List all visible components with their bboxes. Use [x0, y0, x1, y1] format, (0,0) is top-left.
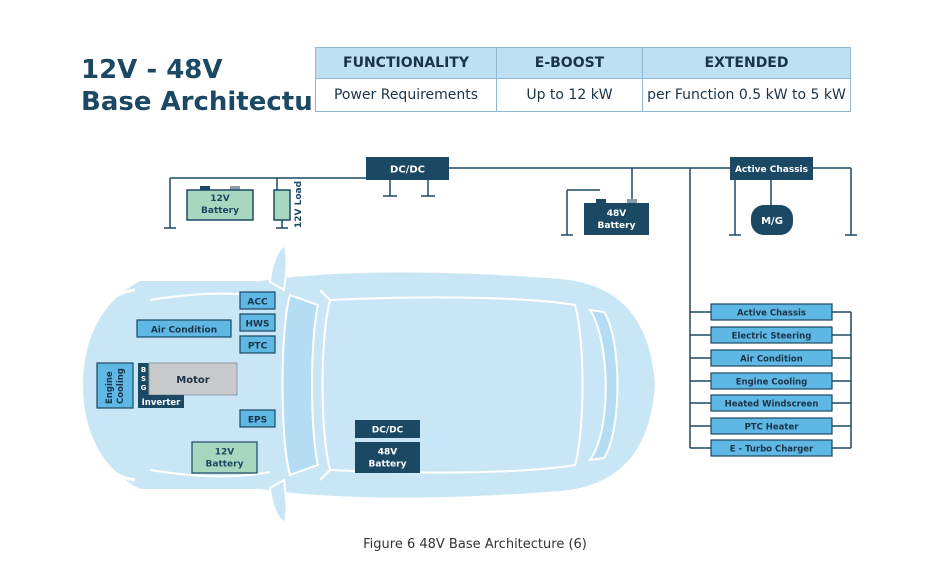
figure-caption: Figure 6 48V Base Architecture (6): [363, 537, 587, 552]
dcdc-car-label: DC/DC: [372, 426, 404, 436]
header-e-boost: E-BOOST: [496, 47, 643, 79]
list-item: Engine Cooling: [710, 372, 833, 390]
title-line-2: Base Architecture: [81, 87, 344, 117]
consumer-label: Engine Cooling: [736, 378, 808, 388]
list-item: E - Turbo Charger: [710, 439, 833, 457]
battery-12v-top: 12V Battery: [186, 186, 254, 221]
acc-box: ACC: [239, 291, 276, 310]
header-extended: EXTENDED: [642, 47, 851, 79]
bsg-box: B S G: [138, 363, 149, 395]
dcdc-top-label: DC/DC: [390, 165, 425, 176]
eps-box: EPS: [239, 409, 276, 428]
top-bus-wiring: [164, 167, 857, 448]
inverter-label: Inverter: [142, 398, 182, 408]
air-condition-box: Air Condition: [136, 319, 232, 338]
cell-e-boost-value: Up to 12 kW: [496, 78, 643, 112]
battery-12v-car-label-2: Battery: [206, 460, 244, 470]
hws-box: HWS: [239, 313, 276, 332]
bsg-label-s: S: [141, 375, 146, 383]
car-components: ACC HWS PTC Air Condition Engine Cooling…: [96, 291, 420, 474]
page-title: 12V - 48V Base Architecture: [81, 54, 343, 118]
ptc-box: PTC: [239, 335, 276, 354]
list-item: Air Condition: [710, 349, 833, 367]
battery-48v-car: 48V Battery: [355, 442, 420, 473]
consumer-label: E - Turbo Charger: [730, 445, 814, 455]
consumer-label: PTC Heater: [745, 423, 800, 433]
table-row: Power Requirements Up to 12 kW per Funct…: [315, 78, 851, 112]
consumer-label: Electric Steering: [732, 332, 812, 342]
battery-12v-top-label-2: Battery: [201, 206, 239, 216]
consumer-list: Active Chassis Electric Steering Air Con…: [690, 303, 852, 457]
hws-label: HWS: [246, 320, 270, 330]
dcdc-top-box: DC/DC: [366, 157, 449, 180]
engine-cooling-box: Engine Cooling: [96, 362, 134, 409]
list-item: PTC Heater: [710, 417, 833, 435]
mg-label: M/G: [761, 216, 783, 227]
active-chassis-top-box: Active Chassis: [730, 157, 813, 180]
motor-label: Motor: [176, 375, 209, 386]
battery-48v-top: 48V Battery: [584, 199, 649, 235]
battery-12v-top-label-1: 12V: [210, 194, 230, 204]
engine-cooling-label-2: Cooling: [116, 368, 126, 404]
dcdc-car-box: DC/DC: [355, 420, 420, 438]
consumer-label: Active Chassis: [737, 309, 806, 319]
consumer-label: Air Condition: [740, 355, 803, 365]
list-item: Active Chassis: [710, 303, 833, 321]
header-functionality: FUNCTIONALITY: [315, 47, 497, 79]
table-header-row: FUNCTIONALITY E-BOOST EXTENDED: [315, 47, 851, 79]
list-item: Heated Windscreen: [710, 394, 833, 412]
engine-cooling-label-1: Engine: [105, 371, 115, 404]
eps-label: EPS: [248, 416, 267, 426]
motor-generator: M/G: [751, 205, 793, 235]
title-line-1: 12V - 48V: [81, 55, 223, 85]
battery-12v-car-label-1: 12V: [215, 448, 235, 458]
acc-label: ACC: [247, 298, 268, 308]
battery-12v-car: 12V Battery: [191, 441, 258, 474]
ptc-label: PTC: [248, 342, 268, 352]
load-12v: 12V Load: [273, 181, 304, 228]
consumer-label: Heated Windscreen: [725, 400, 819, 410]
battery-48v-top-label-2: Battery: [598, 221, 636, 231]
power-table: FUNCTIONALITY E-BOOST EXTENDED Power Req…: [315, 47, 851, 112]
cell-power-requirements: Power Requirements: [315, 78, 497, 112]
load-12v-label: 12V Load: [294, 181, 304, 228]
cell-extended-value: per Function 0.5 kW to 5 kW: [642, 78, 851, 112]
air-condition-label: Air Condition: [151, 326, 217, 336]
motor-box: Motor: [148, 362, 238, 396]
battery-48v-car-label-1: 48V: [378, 448, 398, 458]
active-chassis-top-label: Active Chassis: [735, 165, 808, 175]
inverter-box: Inverter: [138, 395, 184, 408]
battery-48v-top-label-1: 48V: [607, 209, 627, 219]
list-item: Electric Steering: [710, 326, 833, 344]
bsg-label-g: G: [141, 384, 147, 392]
bsg-label-b: B: [141, 366, 146, 374]
battery-48v-car-label-2: Battery: [369, 460, 407, 470]
